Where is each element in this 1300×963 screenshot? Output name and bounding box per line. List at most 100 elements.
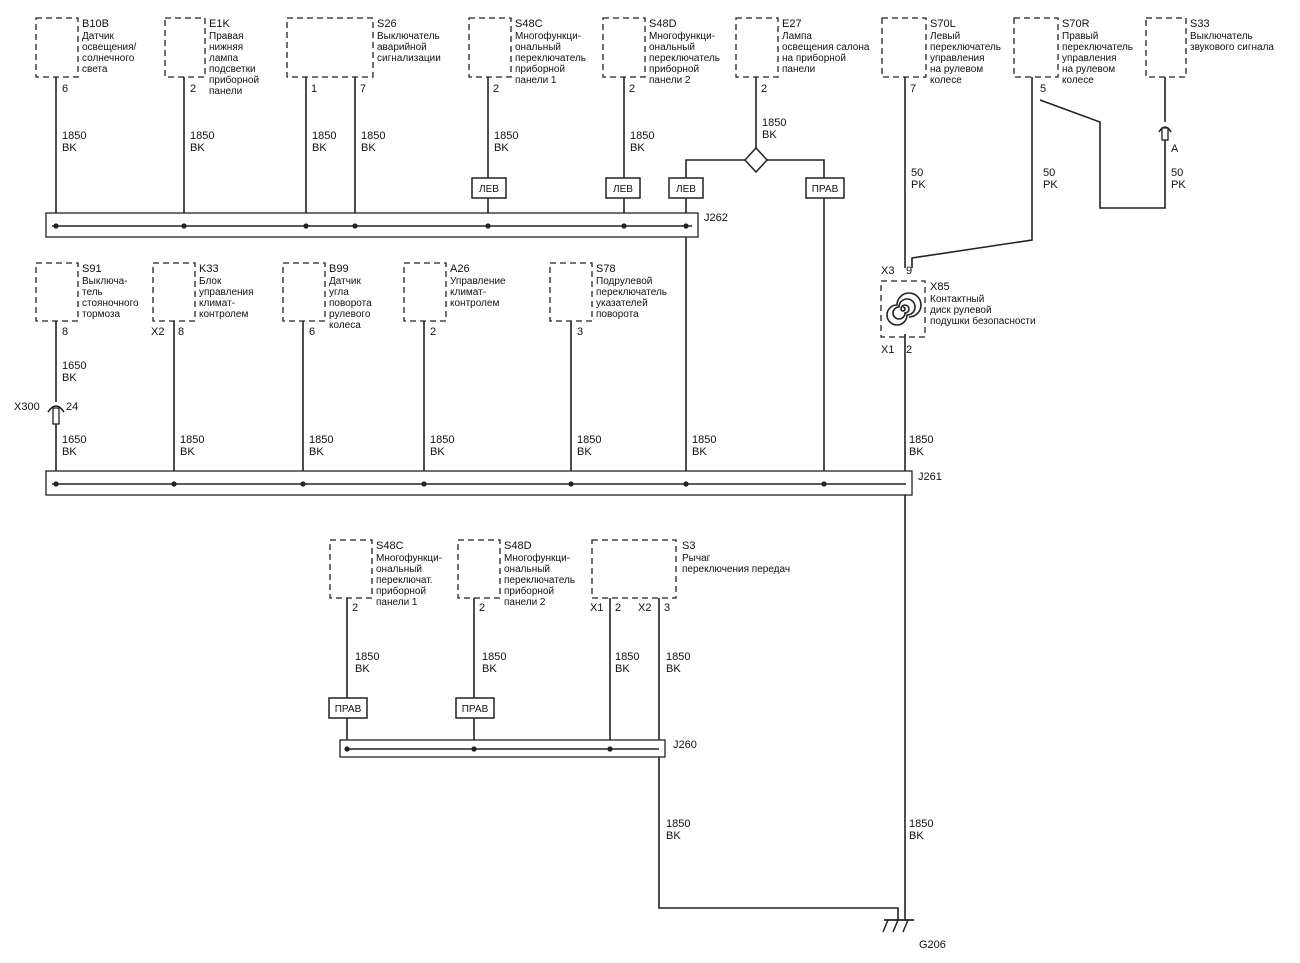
tag-left: ЛЕВ (479, 184, 499, 195)
splice-diamond (743, 146, 769, 174)
component-desc-line: Правый (1062, 31, 1098, 42)
splice-dot (300, 481, 306, 487)
buses: J262 J261 J260 (45, 212, 942, 758)
wire-splice-right (767, 159, 825, 484)
component-a26: A26 Управление климат- контролем 2 (403, 262, 506, 338)
component-desc-line: ональный (504, 564, 550, 575)
tag-box (668, 177, 704, 199)
component-s78: S78 Подрулевой переключатель указателей … (549, 262, 667, 338)
connector-s33-a: A (1158, 126, 1179, 155)
component-s26: S26 Выключатель аварийной сигнализации 1… (286, 17, 441, 95)
component-desc-line: панели (782, 64, 815, 75)
component-desc-line: подсветки (209, 64, 256, 75)
component-desc-line: управления (1062, 53, 1117, 64)
wire-label: BK (630, 142, 645, 154)
component-desc-line: приборной (504, 585, 554, 597)
component-desc-line: Управление (450, 276, 506, 287)
wire-label: 1850 (692, 434, 716, 446)
component-desc-line: света (82, 64, 108, 75)
component-id: S48C (376, 540, 404, 552)
pin-number: 2 (906, 344, 912, 356)
component-e27: E27 Лампа освещения салона на приборной … (735, 17, 870, 95)
wire-label: BK (180, 446, 195, 458)
wire-label: BK (430, 446, 445, 458)
tag-right: ПРАВ (812, 184, 839, 195)
component-s70r: S70R Правый переключатель управления на … (1013, 17, 1133, 95)
splice-dot (683, 481, 689, 487)
splice-dot (53, 481, 59, 487)
component-desc-line: ональный (376, 564, 422, 575)
splice-dot (53, 223, 59, 229)
pin-number: 8 (62, 326, 68, 338)
component-desc-line: приборной (376, 585, 426, 597)
component-desc-line: переключатель (649, 53, 720, 64)
component-desc-line: управления (199, 287, 254, 298)
splice-dot (821, 481, 827, 487)
pin-number: X1 (590, 602, 603, 614)
wire-label: 50 (1043, 167, 1055, 179)
pin-number: 6 (62, 83, 68, 95)
pin-number: 6 (309, 326, 315, 338)
component-id: S33 (1190, 18, 1210, 30)
component-desc-line: приборной (649, 63, 699, 75)
wire-label: BK (355, 663, 370, 675)
component-desc-line: климат- (199, 298, 235, 309)
pin-number: 5 (1040, 83, 1046, 95)
component-desc-line: Датчик (82, 31, 114, 42)
wire-label: BK (482, 663, 497, 675)
tag-box (455, 697, 495, 719)
pin-number: X2 (151, 326, 164, 338)
component-desc-line: аварийной (377, 42, 427, 53)
wire-label: BK (666, 830, 681, 842)
connector-label: X300 (14, 401, 40, 413)
component-desc-line: ональный (515, 42, 561, 53)
component-k33: K33 Блок управления климат- контролем X2… (151, 262, 254, 338)
tag-left: ЛЕВ (676, 184, 696, 195)
clock-spring-icon (886, 292, 922, 326)
wire-splice-left (685, 159, 745, 228)
component-desc-line: управления (930, 53, 985, 64)
component-desc-line: панели 1 (376, 597, 418, 608)
component-desc-line: переключат. (376, 575, 433, 586)
wire-label: 1850 (62, 130, 86, 142)
bus-j261-label: J261 (918, 471, 942, 483)
wire-label: BK (62, 446, 77, 458)
component-b99: B99 Датчик угла поворота рулевого колеса… (282, 262, 372, 338)
splice-dots (53, 223, 827, 752)
pin-number: 7 (360, 83, 366, 95)
component-desc-line: рулевого (329, 309, 371, 320)
component-desc-line: контролем (199, 309, 248, 320)
pin-number: 3 (577, 326, 583, 338)
ground-icon (902, 919, 909, 933)
component-s91: S91 Выключа- тель стояночного тормоза 8 (35, 262, 139, 338)
component-id: S91 (82, 263, 102, 275)
splice-dot (568, 481, 574, 487)
wire-label: PK (1171, 179, 1186, 191)
splice-dot (181, 223, 187, 229)
pin-number: X3 (881, 265, 894, 277)
component-box (880, 280, 926, 338)
ground-icon (882, 919, 889, 933)
wire-label: 1850 (361, 130, 385, 142)
component-desc-line: панели 2 (504, 597, 546, 608)
component-id: B99 (329, 263, 349, 275)
component-s48c-top: S48C Многофункци- ональный переключатель… (468, 17, 586, 95)
pin-number: X1 (881, 344, 894, 356)
component-id: K33 (199, 263, 219, 275)
component-box (457, 539, 501, 599)
component-s3: S3 Рычаг переключения передач X1 2 X2 3 (590, 539, 790, 614)
component-desc-line: панели 1 (515, 75, 557, 86)
component-desc-line: ональный (649, 42, 695, 53)
component-desc-line: звукового сигнала (1190, 42, 1274, 53)
wire-label: PK (1043, 179, 1058, 191)
component-desc-line: колесе (1062, 75, 1094, 86)
bus-j261 (45, 470, 913, 496)
pin-number: 7 (910, 83, 916, 95)
component-box (282, 262, 326, 322)
component-box (286, 17, 374, 78)
component-id: S70R (1062, 18, 1090, 30)
wire-label: 1850 (630, 130, 654, 142)
pin-number: 2 (430, 326, 436, 338)
splice-dot (171, 481, 177, 487)
wire-label: 1650 (62, 360, 86, 372)
